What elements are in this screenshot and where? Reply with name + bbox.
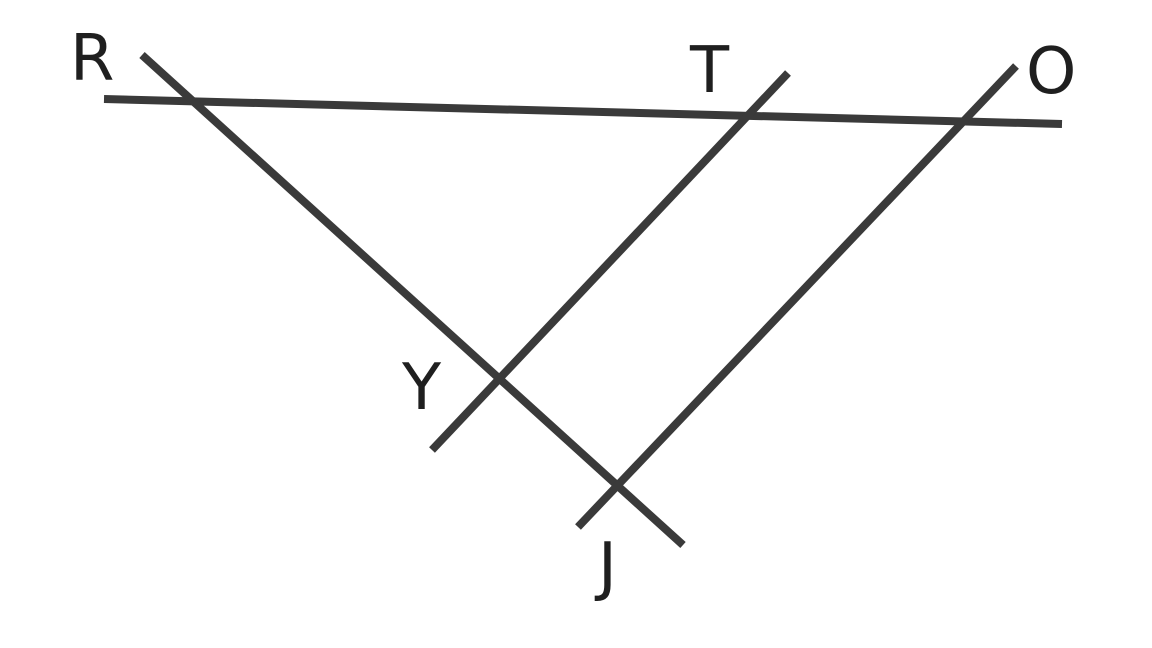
- point-label-y: Y: [401, 351, 442, 425]
- line-o-j: [575, 63, 1019, 530]
- point-label-j: J: [594, 530, 617, 604]
- line-r-j: [139, 52, 686, 548]
- point-label-r: R: [70, 22, 114, 96]
- line-t-y: [429, 70, 791, 453]
- point-label-o: O: [1026, 35, 1076, 109]
- point-label-t: T: [689, 34, 730, 108]
- top-line: [103, 95, 1063, 128]
